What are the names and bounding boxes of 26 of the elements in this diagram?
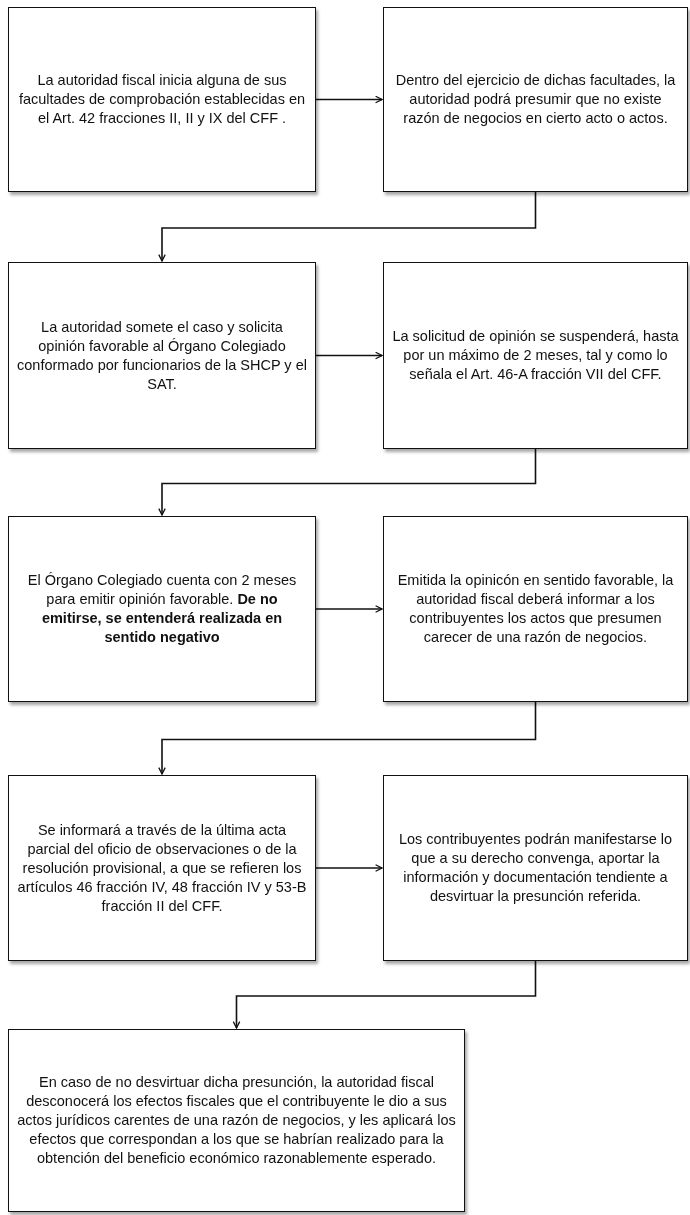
arrow: [158, 701, 537, 775]
arrow: [232, 960, 537, 1029]
step-text: Se informará a través de la última acta parcial del oficio de observaciones o de la resolución provisional, a que se refieren los artículos 46 fracción IV, 48 fracción IV y 53-B fracción II del CFF.: [17, 820, 307, 916]
step-text: La autoridad somete el caso y solicita opinión favorable al Órgano Colegiado conformado por funcionarios de la SHCP y el SAT.: [17, 317, 307, 394]
arrow: [158, 448, 537, 516]
step-text: El Órgano Colegiado cuenta con 2 meses para emitir opinión favorable. De no emitirse, se entenderá realizada en sentido negativo: [26, 571, 298, 647]
process-box: [8, 516, 316, 702]
arrow: [315, 864, 383, 872]
process-box: [8, 7, 316, 192]
process-box: [8, 262, 316, 449]
process-box: [383, 775, 688, 961]
process-box: [8, 1029, 465, 1212]
process-box: [383, 262, 688, 449]
step-text: La solicitud de opinión se suspenderá, hasta por un máximo de 2 meses, tal y como lo señala el Art. 46-A fracción VII del CFF.: [392, 327, 679, 384]
arrow: [315, 351, 383, 360]
arrow: [315, 95, 383, 104]
step-text: Los contribuyentes podrán manifestarse lo que a su derecho convenga, aportar la información y documentación tendiente a desvirtuar la presunción referida.: [397, 830, 674, 906]
step-text: Emitida la opinicón en sentido favorable, la autoridad fiscal deberá informar a los contribuyentes los actos que presumen carecer de una razón de negocios.: [396, 571, 675, 647]
arrow: [315, 605, 383, 613]
process-box: [8, 775, 316, 961]
process-box: [383, 516, 688, 702]
step-text: Dentro del ejercicio de dichas facultades, la autoridad podrá presumir que no existe razón de negocios en cierto acto o actos.: [394, 71, 677, 128]
step-text: En caso de no desvirtuar dicha presunción, la autoridad fiscal desconocerá los efectos fiscales que el contribuyente le dio a sus actos jurídicos carentes de una razón de negocios, y les aplicará los efectos que correspondan a los que se habrían realizado para la obtención del beneficio económico razonablemente esperado.: [17, 1073, 456, 1168]
step-text: La autoridad fiscal inicia alguna de sus facultades de comprobación establecidas en el Art. 42 fracciones II, II y IX del CFF .: [17, 71, 307, 128]
process-box: [383, 7, 688, 192]
arrow: [158, 191, 537, 262]
